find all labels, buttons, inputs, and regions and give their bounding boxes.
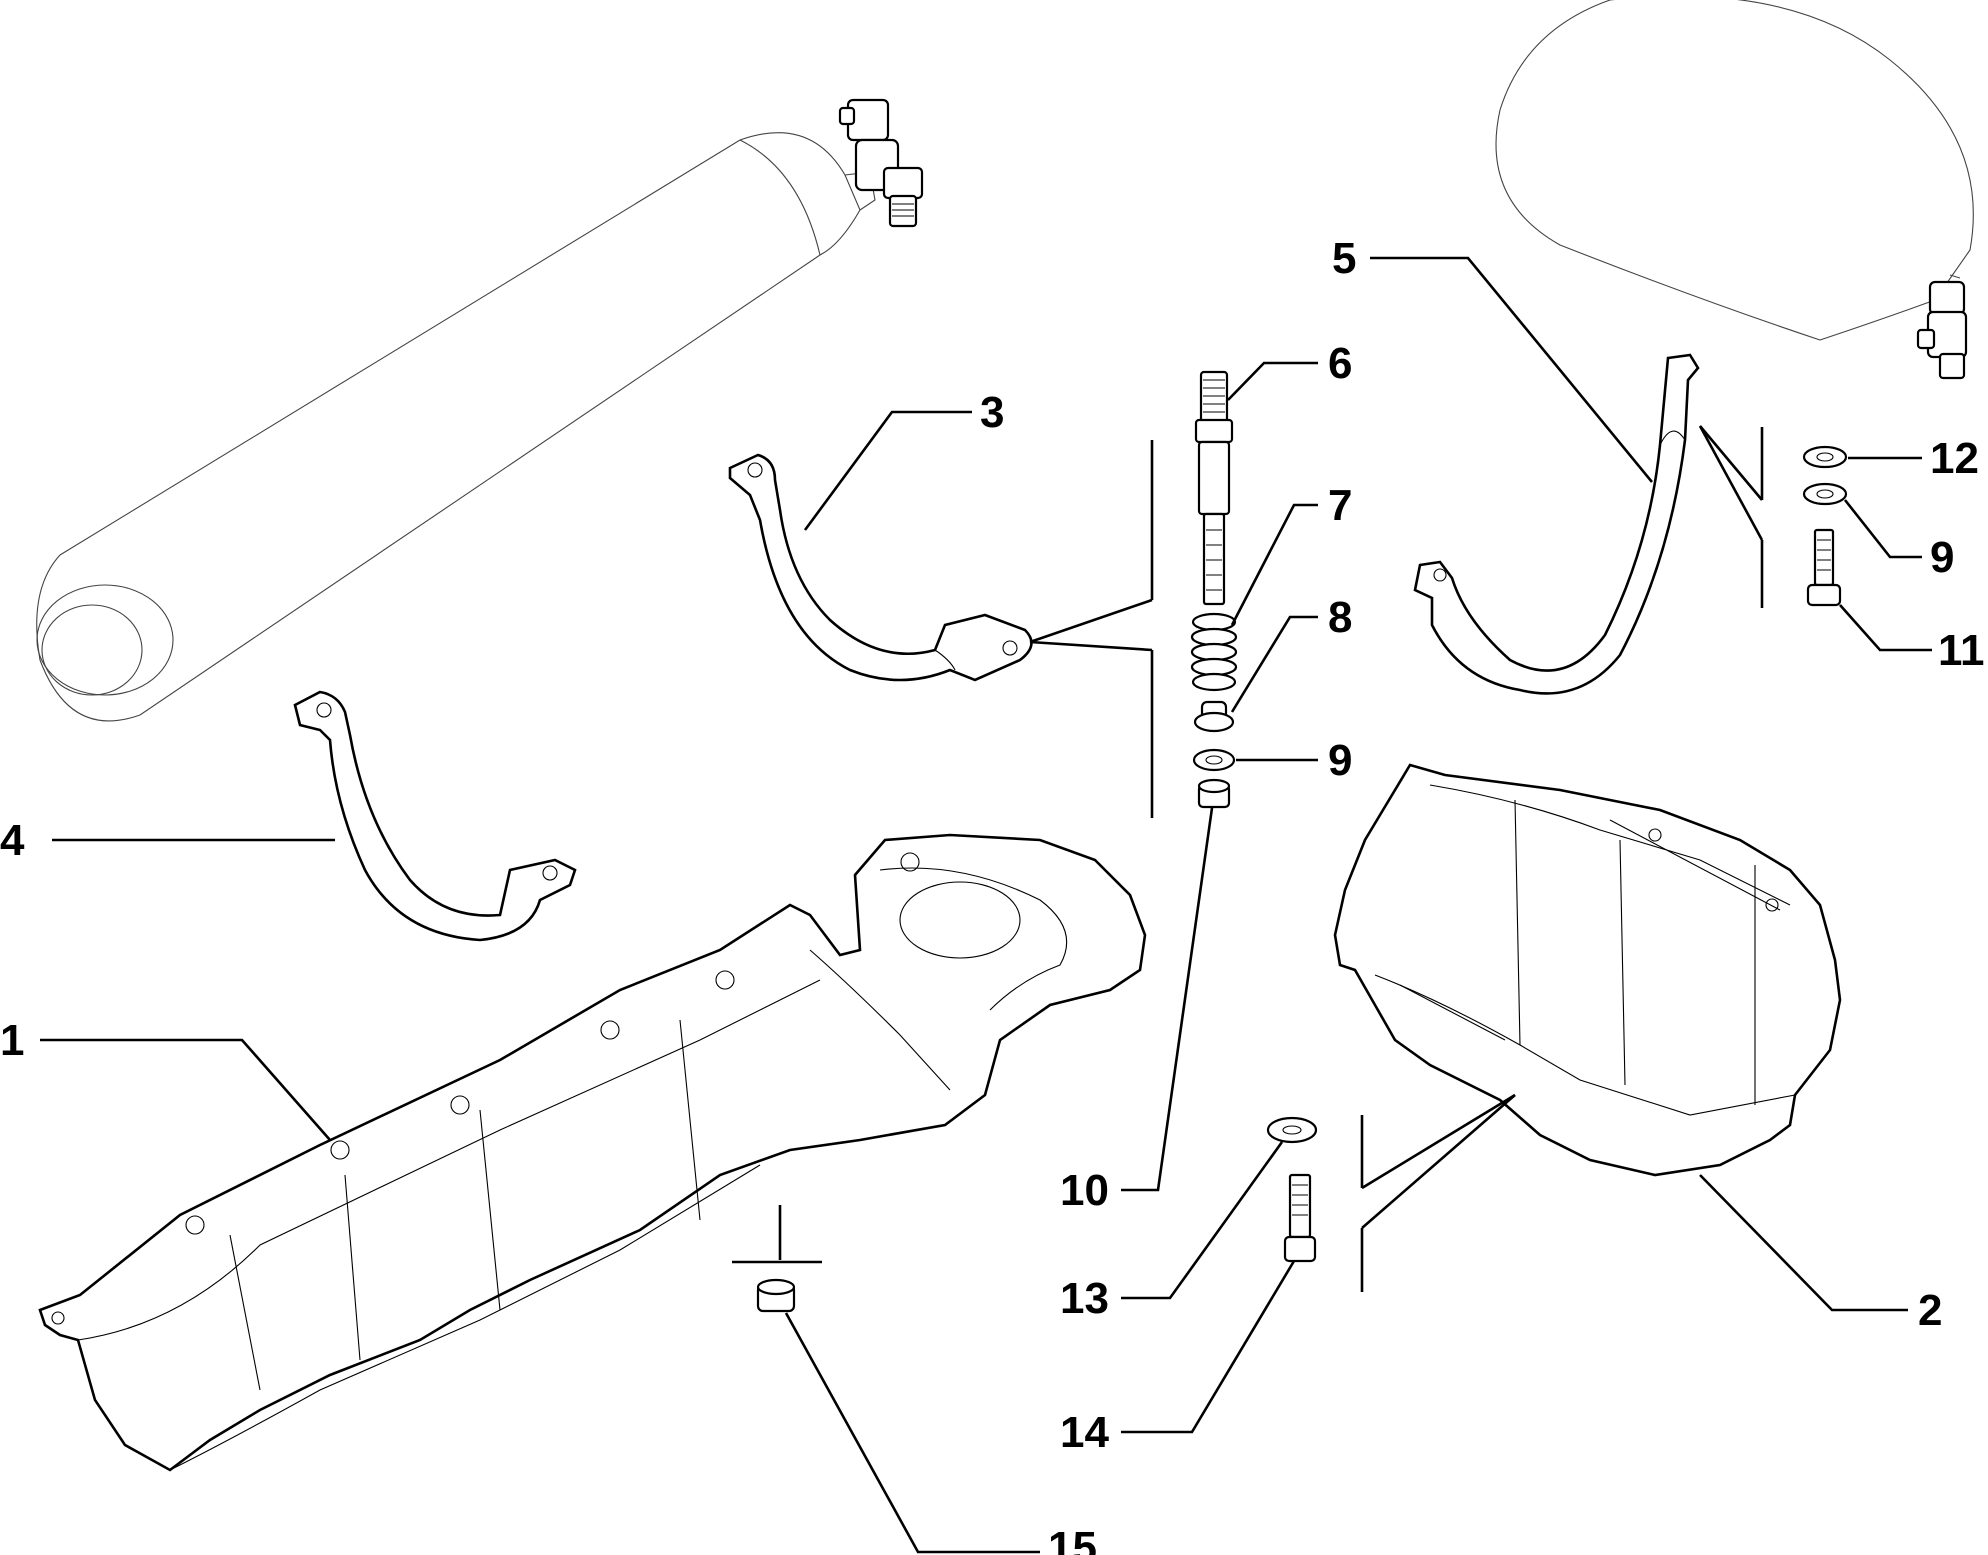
callout-2: 2 — [1918, 1286, 1942, 1335]
strap-5 — [1413, 353, 1700, 695]
right-gas-cylinder — [1495, 0, 1974, 380]
callout-8: 8 — [1328, 593, 1352, 642]
callout-1: 1 — [0, 1016, 24, 1065]
callout-11: 11 — [1938, 626, 1985, 675]
callout-10: 10 — [1060, 1166, 1109, 1215]
lower-hardware — [756, 1116, 1318, 1313]
callout-3: 3 — [980, 388, 1004, 437]
left-shield-tray — [38, 833, 1147, 1472]
callout-15: 15 — [1048, 1523, 1097, 1555]
strap-3 — [728, 453, 1033, 682]
callout-5: 5 — [1332, 234, 1356, 283]
callout-14: 14 — [1060, 1408, 1109, 1457]
callout-6: 6 — [1328, 339, 1352, 388]
stud-assembly — [1190, 370, 1238, 809]
callout-7: 7 — [1328, 481, 1352, 530]
left-gas-cylinder — [36, 98, 924, 722]
right-hardware — [1802, 445, 1848, 607]
callout-9-right: 9 — [1930, 533, 1954, 582]
right-shield-tray — [1333, 763, 1842, 1177]
strap-4 — [293, 690, 577, 942]
callout-12: 12 — [1930, 434, 1979, 483]
callout-4: 4 — [0, 816, 25, 865]
callout-13: 13 — [1060, 1274, 1109, 1323]
callout-labels: 1 2 3 4 5 6 7 8 9 9 10 11 12 13 14 15 — [0, 234, 1985, 1555]
leader-lines — [40, 256, 1932, 1554]
callout-9-middle: 9 — [1328, 736, 1352, 785]
